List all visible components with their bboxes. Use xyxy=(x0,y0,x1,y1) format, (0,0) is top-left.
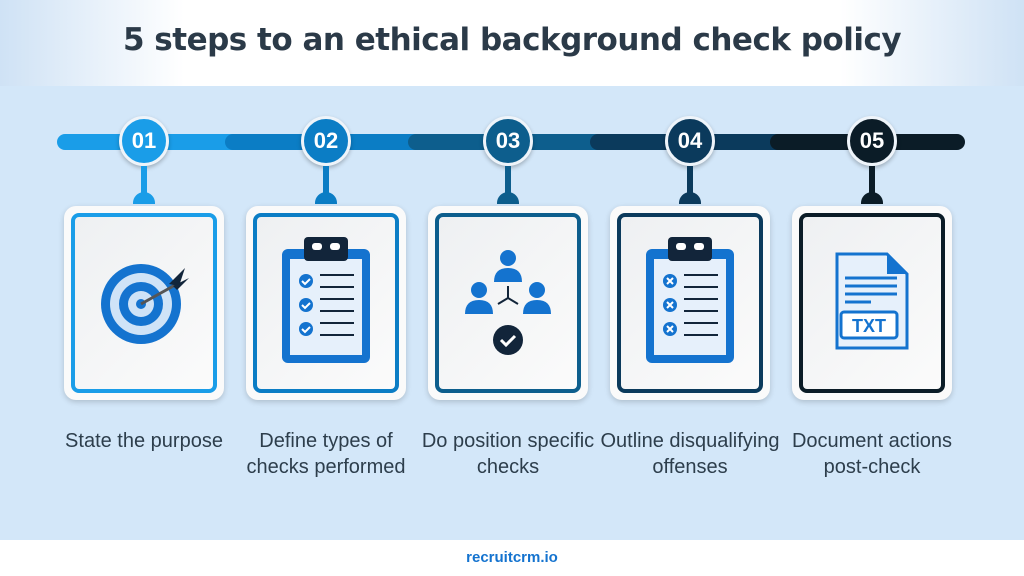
step-number: 02 xyxy=(313,128,339,153)
footer-brand: recruitcrm.io xyxy=(0,540,1024,576)
txt-document-icon: TXT xyxy=(835,252,909,355)
step-connector xyxy=(679,166,701,204)
step-connector xyxy=(497,166,519,204)
step-card xyxy=(610,206,770,400)
checklist-icon xyxy=(278,236,374,370)
step-number: 03 xyxy=(495,128,521,153)
step-label: Define types of checks performed xyxy=(246,430,406,478)
team-check-icon xyxy=(463,246,553,361)
step-connector xyxy=(315,166,337,204)
step-number-badge: 05 xyxy=(847,116,897,166)
step-label: State the purpose xyxy=(65,430,223,452)
header-band xyxy=(0,0,1024,86)
step-number-badge: 03 xyxy=(483,116,533,166)
step-number-badge: 02 xyxy=(301,116,351,166)
step-label: Document actions post-check xyxy=(791,430,953,478)
step-connector xyxy=(133,166,155,204)
step-number: 05 xyxy=(859,128,885,153)
step-card xyxy=(428,206,588,400)
step-connector xyxy=(861,166,883,204)
step-label: Do position specific checks xyxy=(421,430,595,478)
target-icon xyxy=(99,256,189,351)
step-number: 04 xyxy=(677,128,703,153)
page-title: 5 steps to an ethical background check p… xyxy=(122,22,902,58)
step-number-badge: 04 xyxy=(665,116,715,166)
step-card xyxy=(64,206,224,400)
step-number-badge: 01 xyxy=(119,116,169,166)
txt-label: TXT xyxy=(852,316,886,336)
step-number: 01 xyxy=(131,128,157,153)
step-card: TXT xyxy=(792,206,952,400)
step-card xyxy=(246,206,406,400)
step-label: Outline disqualifying offenses xyxy=(600,430,780,478)
disqualify-list-icon xyxy=(642,236,738,370)
